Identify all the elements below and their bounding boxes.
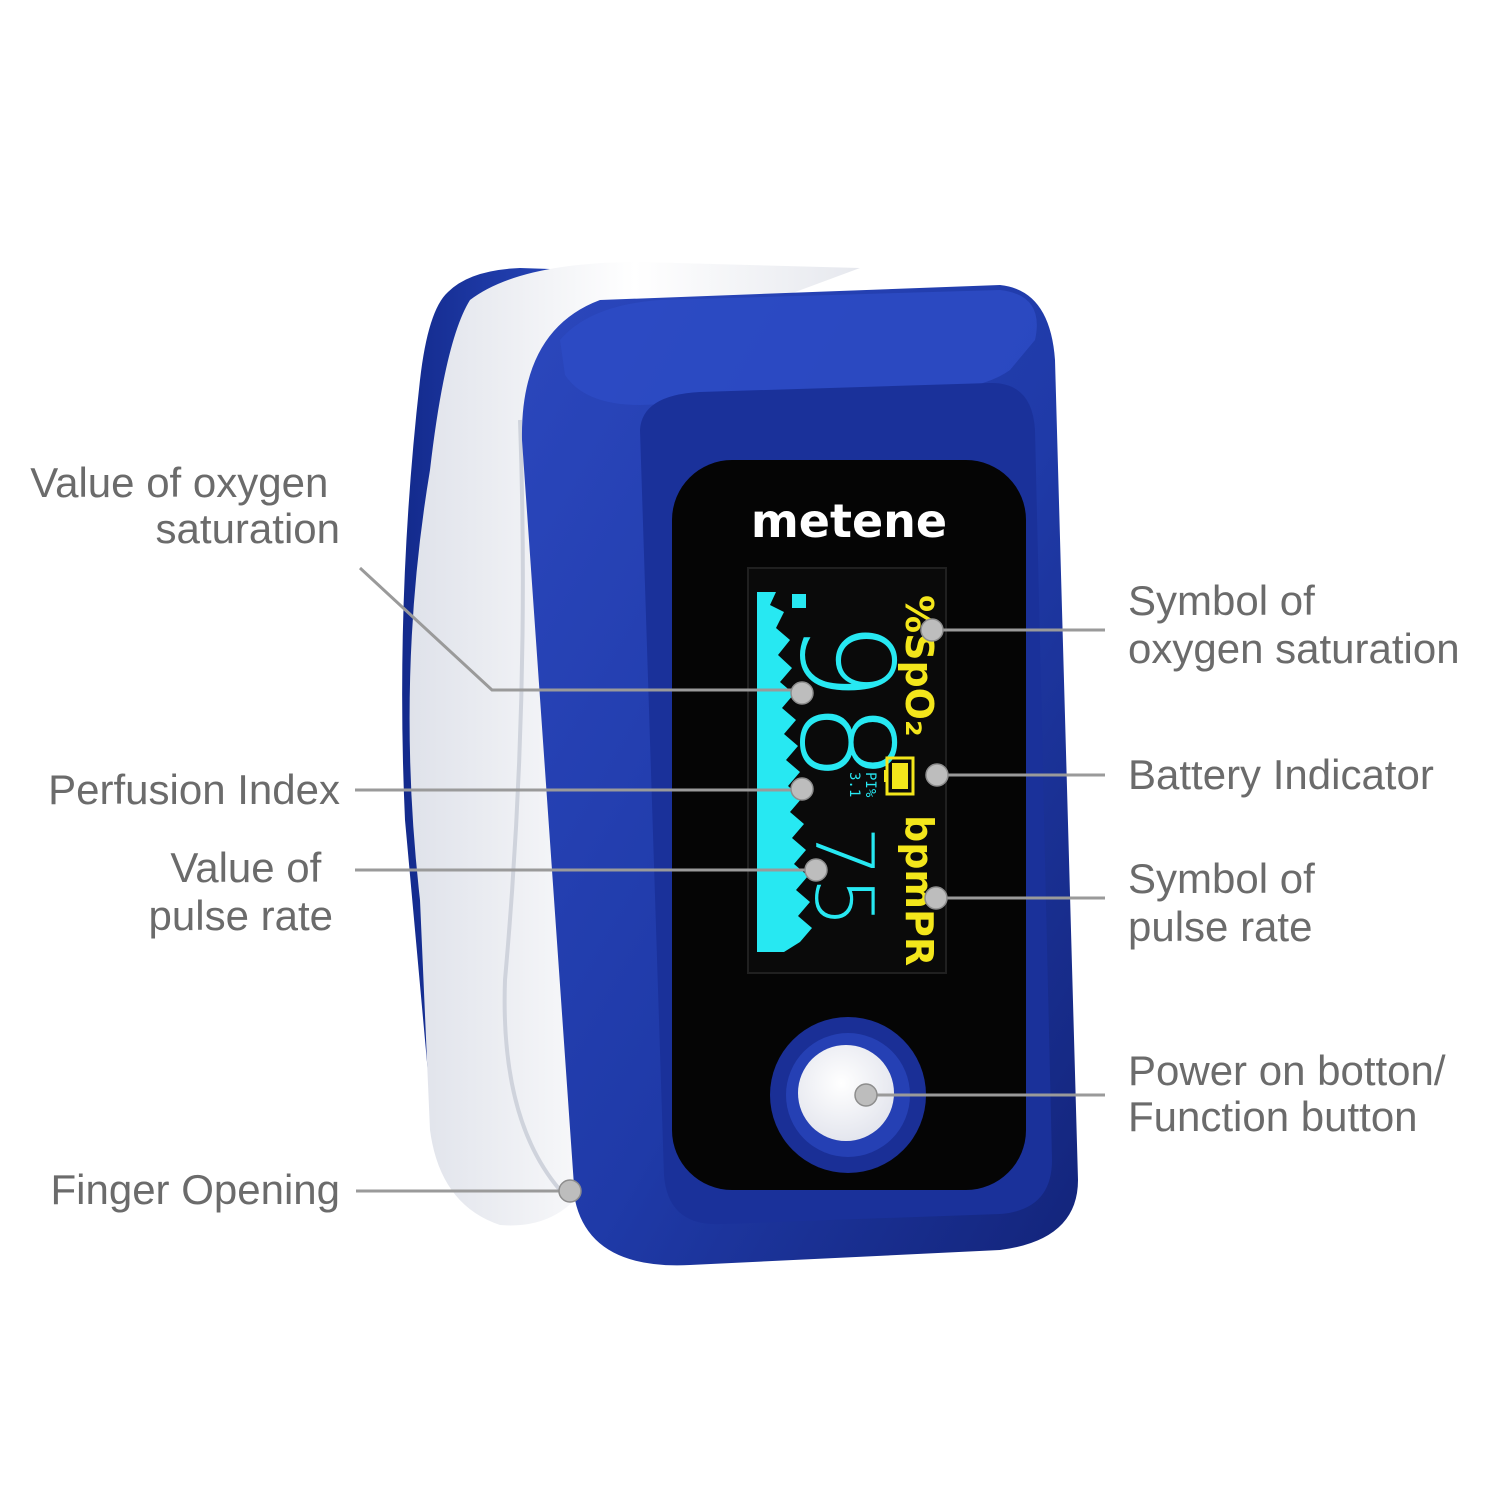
leader-oxygen-value: [358, 566, 802, 692]
dot-power-button: [854, 1083, 878, 1107]
brand-logo: metene: [751, 494, 947, 548]
dot-oxygen-value: [790, 681, 814, 705]
power-button[interactable]: [770, 1017, 926, 1173]
dot-perfusion-index: [790, 777, 814, 801]
callout-battery: Battery Indicator: [1128, 751, 1434, 798]
dot-oxygen-symbol: [920, 618, 944, 642]
dot-finger-opening: [558, 1179, 582, 1203]
callout-oxygen-value: Value of oxygen saturation: [30, 459, 340, 552]
callout-pulse-symbol: Symbol of pulse rate: [1128, 855, 1326, 950]
leader-dots: [558, 618, 949, 1203]
leader-lines: [355, 566, 1105, 1193]
oled-display: 98 75 PI% 3.1 %SpO₂ bpmPR: [747, 567, 947, 974]
callout-pulse-value: Value of pulse rate: [149, 844, 333, 939]
pi-label: PI%: [862, 772, 878, 798]
right-callouts: Symbol of oxygen saturation Battery Indi…: [1128, 577, 1460, 1140]
callout-power-button: Power on botton/ Function button: [1128, 1047, 1457, 1140]
spo2-unit: %SpO₂: [897, 595, 941, 737]
pleth-marker: [792, 594, 806, 608]
dot-pulse-value: [804, 858, 828, 882]
pi-value: 3.1: [846, 772, 862, 797]
pleth-waveform: [757, 592, 812, 952]
battery-icon: [884, 756, 915, 796]
callout-finger-opening: Finger Opening: [50, 1166, 340, 1213]
clip-seam: [502, 419, 562, 1192]
battery-fill: [892, 763, 908, 789]
callout-oxygen-symbol: Symbol of oxygen saturation: [1128, 577, 1460, 672]
callout-perfusion-index: Perfusion Index: [48, 766, 340, 813]
dot-battery: [925, 763, 949, 787]
left-callouts: Value of oxygen saturation Perfusion Ind…: [30, 459, 340, 1213]
top-face: [560, 290, 1037, 405]
oximeter-device: metene 98 75 PI% 3.1 %SpO₂ bpmPR: [402, 262, 1078, 1266]
dot-pulse-symbol: [924, 886, 948, 910]
